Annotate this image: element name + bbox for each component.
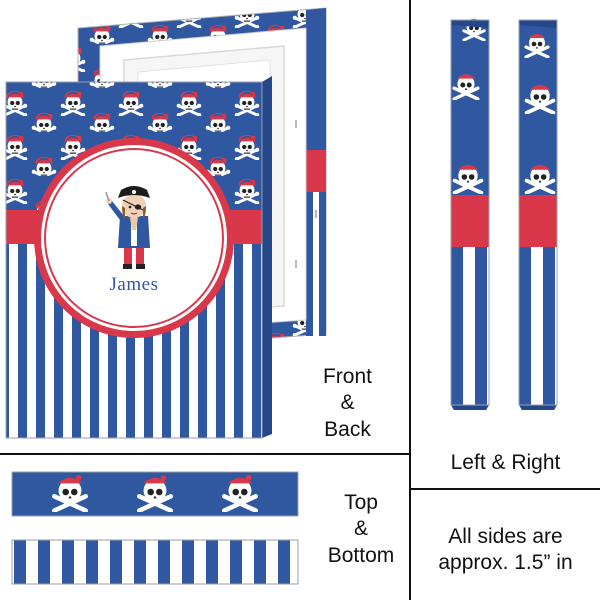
left-right-label: Left & Right (450, 451, 561, 474)
sides-note-label: All sides are approx. 1.5” in (438, 525, 573, 575)
top-side-strip (11, 471, 299, 517)
vertical-divider (409, 0, 411, 600)
right-side-strip (518, 19, 558, 410)
canvas-name-text: James (110, 274, 159, 295)
bottom-side-strip (11, 539, 299, 585)
canvas-front: James (5, 76, 272, 439)
top-bottom-sides-illustration (11, 471, 299, 585)
horizontal-divider-left (0, 453, 411, 455)
horizontal-divider-right (409, 488, 600, 490)
top-bottom-label: Top & Bottom (327, 491, 395, 567)
left-right-sides-illustration (450, 17, 558, 410)
canvas-front-back-illustration: James (5, 7, 327, 439)
pirate-boy-icon (105, 186, 150, 269)
left-side-strip (450, 17, 490, 410)
front-back-label: Front & Back (322, 365, 372, 441)
